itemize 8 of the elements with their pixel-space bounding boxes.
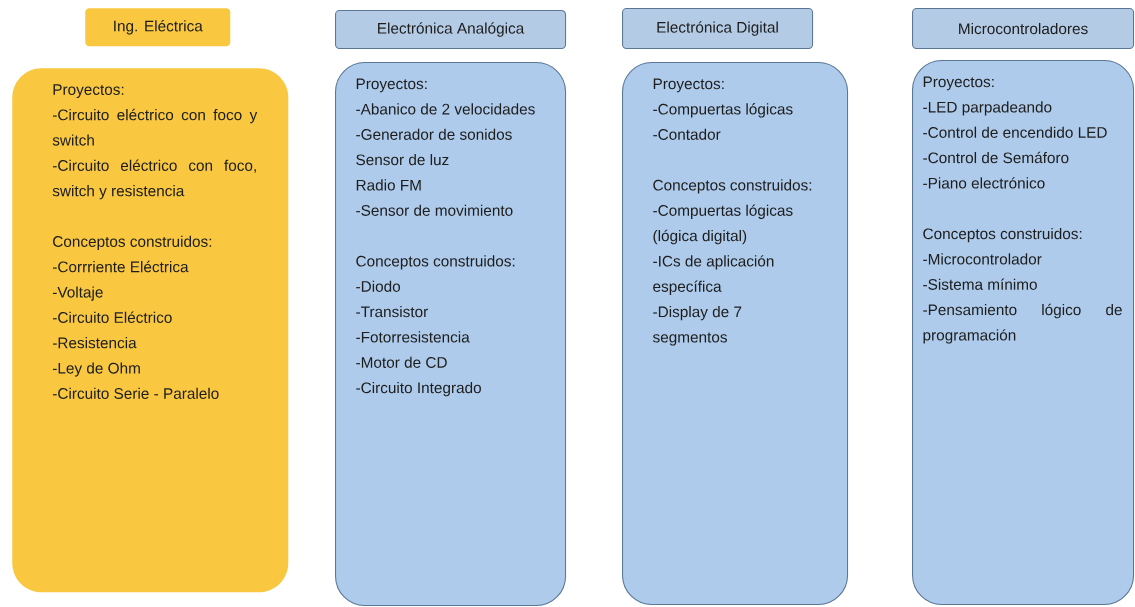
content-box: Proyectos: -Abanico de 2 velocidades -Generador de sonidos Sensor de luz Radio FM -Sensor de movimiento Conceptos construidos: -Diodo -Transistor -Fotorresistencia -Motor de CD -Circuito Integrado	[335, 62, 567, 607]
content-box: Proyectos: -Circuito eléctrico con foco y switch -Circuito eléctrico con foco, switch y resistencia Conceptos construidos: -Corrriente Eléctrica -Voltaje -Circuito Eléctrico -Resistencia -Ley de Ohm -Circuito Serie - Paralelo	[12, 68, 289, 593]
content-box: Proyectos: -LED parpadeando -Control de encendido LED -Control de Semáforo -Piano electrónico Conceptos construidos: -Microcontrolador -Sistema mínimo -Pensamiento lógico de programación	[912, 60, 1135, 606]
column-header: Microcontroladores	[912, 8, 1135, 50]
column-header: Electrónica Analógica	[335, 10, 567, 50]
column-header: Ing. Eléctrica	[85, 8, 231, 47]
content-box: Proyectos: -Compuertas lógicas -Contador Conceptos construidos: -Compuertas lógicas (lógica digital) -ICs de aplicación específica -Display de 7 segmentos	[622, 62, 849, 606]
column-header: Electrónica Digital	[622, 8, 814, 50]
